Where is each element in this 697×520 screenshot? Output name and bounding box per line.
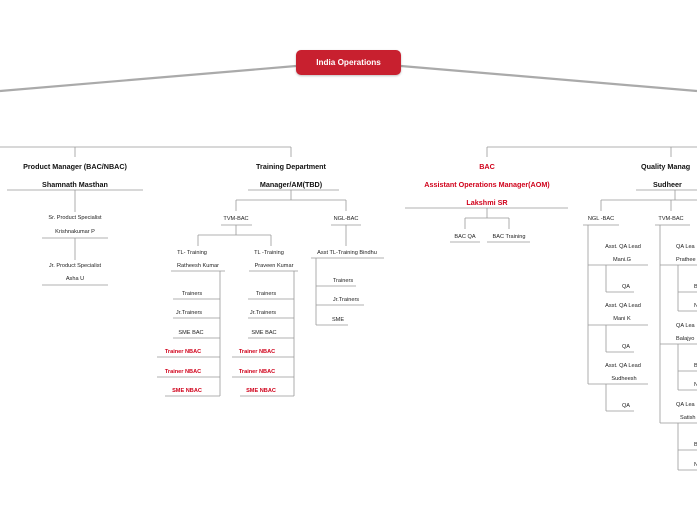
qa-lead-title[interactable]: Asst. QA Lead bbox=[605, 244, 641, 250]
tvm-col2-item[interactable]: Trainer NBAC bbox=[238, 369, 276, 375]
tvm-col2-item[interactable]: SME NBAC bbox=[246, 388, 276, 394]
tvm-col2-item[interactable]: Jr.Trainers bbox=[249, 310, 277, 316]
qa-sub-node[interactable]: N bbox=[694, 303, 697, 309]
aom-title[interactable]: Assistant Operations Manager(AOM) bbox=[424, 180, 550, 189]
ngl-item[interactable]: SME bbox=[331, 317, 345, 323]
tvm-col2-item[interactable]: Trainer NBAC bbox=[238, 349, 276, 355]
qa-sub-node[interactable]: N bbox=[694, 462, 697, 468]
qa-node[interactable]: QA bbox=[621, 344, 631, 350]
aom-name[interactable]: Lakshmi SR bbox=[466, 198, 508, 207]
ngl-item[interactable]: Jr.Trainers bbox=[332, 297, 360, 303]
ngl-bac-node[interactable]: NGL-BAC bbox=[333, 216, 359, 222]
tvm-col2-item[interactable]: SME BAC bbox=[251, 330, 277, 336]
bac-title[interactable]: BAC bbox=[479, 162, 495, 171]
product-manager-name[interactable]: Shamnath Masthan bbox=[42, 180, 108, 189]
tvm-bac-node[interactable]: TVM-BAC bbox=[223, 216, 249, 222]
quality-manager-name[interactable]: Sudheer bbox=[653, 180, 682, 189]
tl-training-2-name[interactable]: Praveen Kumar bbox=[254, 263, 294, 269]
jr-product-specialist-name[interactable]: Asha U bbox=[65, 276, 85, 282]
qa-lead-name[interactable]: Prathee bbox=[676, 257, 696, 263]
qa-lead-title[interactable]: QA Lea bbox=[676, 323, 695, 329]
qa-lead-title[interactable]: Asst. QA Lead bbox=[605, 363, 641, 369]
bac-training-node[interactable]: BAC Training bbox=[492, 234, 526, 240]
qa-lead-name[interactable]: Mani.G bbox=[612, 257, 632, 263]
qa-sub-node[interactable]: N bbox=[694, 382, 697, 388]
tl-training-2-title[interactable]: TL -Training bbox=[254, 250, 284, 256]
bac-qa-node[interactable]: BAC QA bbox=[454, 234, 476, 240]
jr-product-specialist-title[interactable]: Jr. Product Specialist bbox=[48, 263, 102, 269]
tvm-col1-item[interactable]: Trainer NBAC bbox=[164, 369, 202, 375]
qa-lead-name[interactable]: Mani K bbox=[613, 316, 631, 322]
tvm-col1-item[interactable]: Trainer NBAC bbox=[164, 349, 202, 355]
tvm-col1-item[interactable]: SME NBAC bbox=[172, 388, 202, 394]
qa-lead-name[interactable]: Satish bbox=[680, 415, 696, 421]
qa-lead-title[interactable]: Asst. QA Lead bbox=[605, 303, 641, 309]
tl-training-1-name[interactable]: Ratheesh Kumar bbox=[177, 263, 219, 269]
qa-sub-node[interactable]: B bbox=[694, 442, 697, 448]
tvm-col1-item[interactable]: Trainers bbox=[181, 291, 203, 297]
qa-node[interactable]: QA bbox=[621, 403, 631, 409]
product-manager-title[interactable]: Product Manager (BAC/NBAC) bbox=[23, 162, 127, 171]
qa-lead-title[interactable]: QA Lea bbox=[676, 244, 695, 250]
qa-ngl-bac-node[interactable]: NGL -BAC bbox=[587, 216, 615, 222]
root-node[interactable]: India Operations bbox=[296, 50, 401, 75]
asst-tl-training-node[interactable]: Asst TL-Training Bindhu bbox=[317, 250, 377, 256]
quality-manager-title[interactable]: Quality Manag bbox=[641, 162, 691, 171]
qa-sub-node[interactable]: B bbox=[694, 284, 697, 290]
qa-sub-node[interactable]: B bbox=[694, 363, 697, 369]
tl-training-1-title[interactable]: TL- Training bbox=[177, 250, 207, 256]
tvm-col1-item[interactable]: SME BAC bbox=[178, 330, 204, 336]
qa-tvm-bac-node[interactable]: TVM-BAC bbox=[658, 216, 684, 222]
tvm-col1-item[interactable]: Jr.Trainers bbox=[175, 310, 203, 316]
qa-node[interactable]: QA bbox=[621, 284, 631, 290]
tvm-col2-item[interactable]: Trainers bbox=[255, 291, 277, 297]
qa-lead-name[interactable]: Balajyo bbox=[676, 336, 695, 342]
training-manager-title[interactable]: Manager/AM(TBD) bbox=[259, 180, 323, 189]
qa-lead-name[interactable]: Sudheesh bbox=[611, 376, 637, 382]
qa-lead-title[interactable]: QA Lea bbox=[676, 402, 695, 408]
ngl-item[interactable]: Trainers bbox=[332, 278, 354, 284]
sr-product-specialist-title[interactable]: Sr. Product Specialist bbox=[48, 215, 102, 221]
training-department-title[interactable]: Training Department bbox=[256, 162, 326, 171]
sr-product-specialist-name[interactable]: Krishnakumar P bbox=[55, 229, 95, 235]
